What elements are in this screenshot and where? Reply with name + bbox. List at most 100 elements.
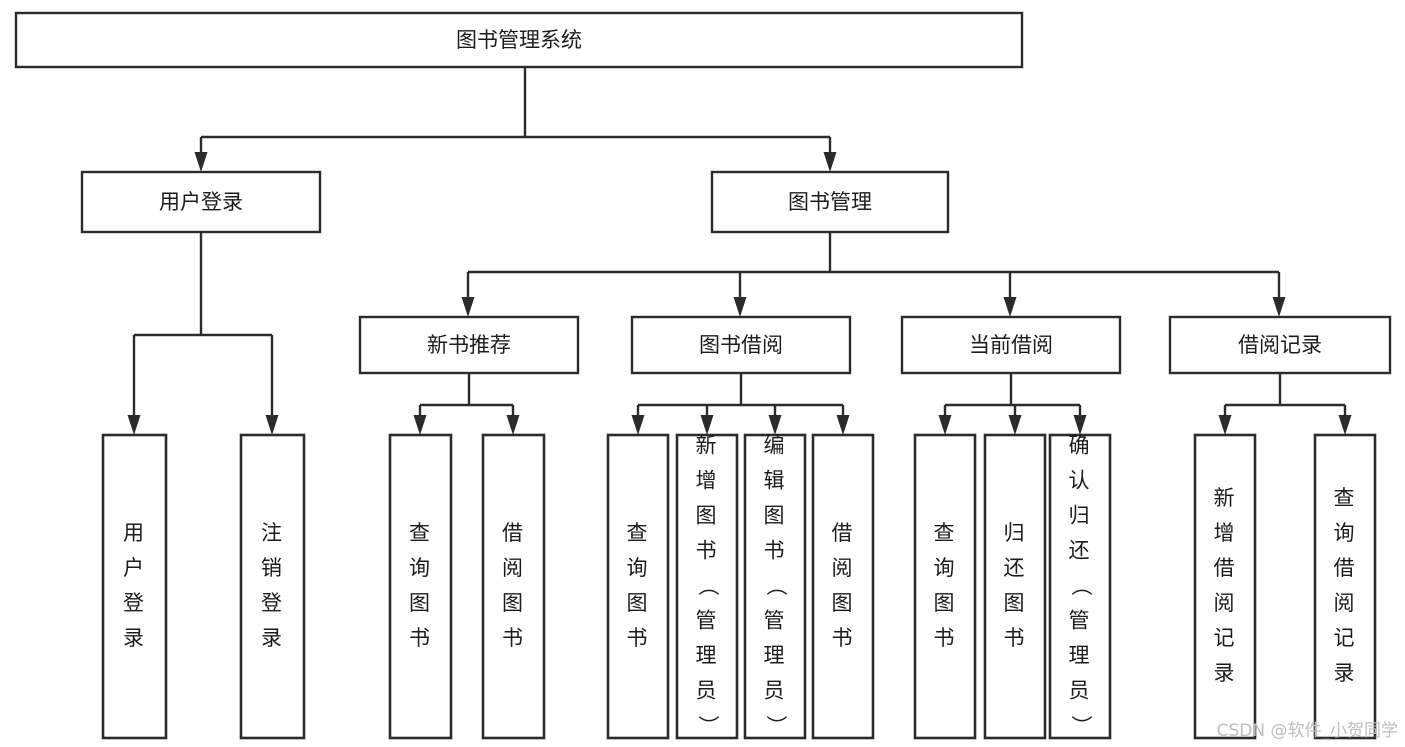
node-label-char: 增	[1214, 521, 1237, 545]
node-label: 图书借阅	[699, 333, 783, 357]
node-box[interactable]	[80, 170, 322, 234]
connector-current-to-leaves	[938, 373, 1087, 435]
node-user-login[interactable]: 用户登录	[80, 170, 322, 234]
node-box[interactable]	[743, 433, 807, 740]
node-root[interactable]: 图书管理系统	[14, 11, 1024, 69]
node-label-char: 书	[832, 626, 855, 650]
node-box[interactable]	[239, 433, 306, 740]
connectors-layer	[127, 67, 1352, 435]
node-box[interactable]	[913, 433, 977, 740]
node-label-char: 管	[764, 609, 787, 633]
node-label-char: 登	[123, 591, 146, 615]
connector-recommend-to-leaves	[413, 373, 520, 435]
node-label-char: 理	[1069, 644, 1092, 668]
node-label-char: 记	[1214, 626, 1237, 650]
node-box[interactable]	[481, 433, 546, 740]
node-label-char: 阅	[1334, 591, 1357, 615]
node-book-borrow[interactable]: 图书借阅	[630, 315, 852, 375]
node-box[interactable]	[675, 433, 739, 740]
node-label-char: 销	[261, 556, 284, 580]
node-label-char: 询	[409, 556, 432, 580]
node-label-char: 登	[261, 591, 284, 615]
node-label-char: 用	[123, 521, 146, 545]
node-box[interactable]	[710, 170, 950, 234]
connector-book-manage-to-level2	[461, 232, 1286, 317]
node-label-char: 认	[1069, 469, 1092, 493]
node-label-char: 录	[1214, 661, 1237, 685]
node-label-char: 图	[764, 504, 787, 528]
node-label-char: 新	[696, 434, 719, 458]
node-borrow-record[interactable]: 借阅记录	[1168, 315, 1392, 375]
node-box[interactable]	[1168, 315, 1392, 375]
node-label-char: 录	[123, 626, 146, 650]
node-box[interactable]	[1048, 433, 1112, 740]
node-label-char: 录	[1334, 661, 1357, 685]
node-label-char: 图	[832, 591, 855, 615]
node-label-char: 图	[934, 591, 957, 615]
connector-user-login-to-leaves	[127, 232, 279, 435]
node-box[interactable]	[606, 433, 670, 740]
node-label-char: 确	[1069, 434, 1092, 458]
node-label: 当前借阅	[969, 333, 1053, 357]
node-label-char: 归	[1069, 504, 1092, 528]
node-leaf-user-login[interactable]: 用户登录	[101, 433, 168, 740]
node-label-char: 新	[1214, 486, 1237, 510]
node-label-char: 归	[1004, 521, 1027, 545]
node-box[interactable]	[101, 433, 168, 740]
node-label-char: 书	[934, 626, 957, 650]
node-label-char: 阅	[502, 556, 525, 580]
node-label-char: 借	[1214, 556, 1237, 580]
node-book-manage[interactable]: 图书管理	[710, 170, 950, 234]
node-box[interactable]	[1193, 433, 1257, 740]
node-label-char: 理	[764, 644, 787, 668]
node-label-char: 书	[696, 539, 719, 563]
node-label-char: 员	[696, 679, 719, 703]
node-label-char: 查	[627, 521, 650, 545]
node-label-char: 书	[502, 626, 525, 650]
node-label-char: 查	[1334, 486, 1357, 510]
node-label-char: 借	[1334, 556, 1357, 580]
node-label-char: 图	[409, 591, 432, 615]
node-label-char: 员	[1069, 679, 1092, 703]
connector-borrow-to-leaves	[631, 373, 850, 435]
node-label-char: 增	[696, 469, 719, 493]
node-label-char: 管	[1069, 609, 1092, 633]
node-label: 新书推荐	[427, 333, 511, 357]
node-label-char: 查	[934, 521, 957, 545]
node-label-char: ）	[1069, 715, 1093, 738]
node-label-char: 图	[502, 591, 525, 615]
connector-record-to-leaves	[1218, 373, 1352, 435]
node-current-borrow[interactable]: 当前借阅	[900, 315, 1122, 375]
node-box[interactable]	[358, 315, 580, 375]
node-box[interactable]	[388, 433, 453, 740]
node-box[interactable]	[983, 433, 1047, 740]
node-label-char: 阅	[832, 556, 855, 580]
node-box[interactable]	[14, 11, 1024, 69]
node-label-char: 书	[1004, 626, 1027, 650]
node-label-char: 图	[627, 591, 650, 615]
node-box[interactable]	[900, 315, 1122, 375]
node-label: 借阅记录	[1238, 333, 1322, 357]
node-box[interactable]	[811, 433, 875, 740]
csdn-watermark: CSDN @软件_小贺同学	[1217, 721, 1398, 741]
connector-root-to-level1	[194, 67, 837, 172]
node-label-char: 记	[1334, 626, 1357, 650]
node-box[interactable]	[630, 315, 852, 375]
node-label-char: 录	[261, 626, 284, 650]
node-label-char: 图	[1004, 591, 1027, 615]
node-new-book-recommend[interactable]: 新书推荐	[358, 315, 580, 375]
node-box[interactable]	[1313, 433, 1377, 740]
